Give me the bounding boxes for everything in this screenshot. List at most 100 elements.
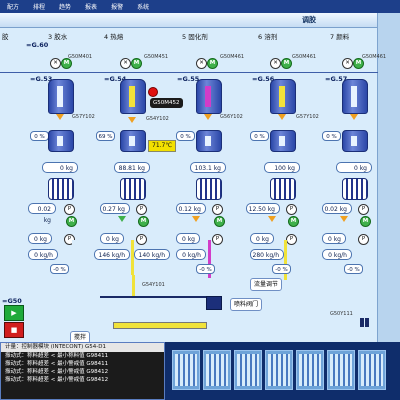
motor-icon[interactable]: M bbox=[66, 216, 77, 227]
log-line: 振动式：称料超差 < 最小警戒值 G98412 bbox=[5, 369, 109, 375]
weigh-hopper[interactable] bbox=[120, 130, 146, 152]
menu-item[interactable]: 报警 bbox=[111, 4, 124, 11]
small-weight: 0 kg bbox=[28, 233, 52, 244]
motor-icon[interactable]: M bbox=[214, 216, 225, 227]
dose-display: 0.12 kg bbox=[176, 203, 206, 214]
storage-tank[interactable] bbox=[270, 79, 296, 114]
menu-item[interactable]: 系统 bbox=[137, 4, 150, 11]
pump-icon[interactable]: P bbox=[212, 234, 223, 245]
screen-thumbnail[interactable] bbox=[327, 350, 355, 390]
deviation-percent: -0 % bbox=[344, 264, 363, 274]
valve-tag: G54Y102 bbox=[146, 116, 169, 122]
motor-icon[interactable]: M bbox=[138, 216, 149, 227]
motor-icon[interactable]: M bbox=[61, 58, 72, 69]
motor-icon[interactable]: M bbox=[131, 58, 142, 69]
flow-rate: 0 kg/h bbox=[322, 249, 352, 260]
screw-feeder[interactable] bbox=[342, 178, 368, 200]
storage-tank[interactable] bbox=[196, 79, 222, 114]
pump-icon[interactable]: P bbox=[358, 234, 369, 245]
page-title: 调胶 bbox=[302, 16, 316, 24]
pump-icon[interactable]: P bbox=[286, 234, 297, 245]
motor-icon[interactable]: M bbox=[288, 216, 299, 227]
start-button[interactable]: ▶ bbox=[4, 305, 24, 321]
pipe bbox=[131, 240, 134, 275]
alarm-indicator[interactable] bbox=[148, 87, 158, 97]
level-percent: 0 % bbox=[250, 131, 269, 141]
valve-tag: G50M401 bbox=[68, 54, 93, 60]
screw-feeder[interactable] bbox=[120, 178, 146, 200]
screen-thumbnail[interactable] bbox=[203, 350, 231, 390]
valve-tag: G57Y102 bbox=[296, 114, 319, 120]
pump-icon[interactable]: P bbox=[286, 204, 297, 215]
pump-out-label: 喷料阀门 bbox=[230, 298, 263, 311]
weigh-hopper[interactable] bbox=[196, 130, 222, 152]
deviation-percent: -0 % bbox=[50, 264, 69, 274]
flow-rate: 146 kg/h bbox=[94, 249, 130, 260]
discharge-unit[interactable] bbox=[206, 296, 222, 310]
header-line bbox=[0, 72, 378, 73]
log-line: 振动式：称料超差 < 最小称料值 G98411 bbox=[5, 353, 109, 359]
alarm-tag: G50M452 bbox=[150, 98, 183, 108]
weigh-hopper[interactable] bbox=[48, 130, 74, 152]
valve-tag: G50M461 bbox=[220, 54, 245, 60]
valve-tag: G54Y101 bbox=[142, 282, 165, 288]
valve-icon[interactable]: ✕ bbox=[270, 58, 281, 69]
valve-icon[interactable] bbox=[360, 318, 369, 327]
valve-icon[interactable]: ✕ bbox=[120, 58, 131, 69]
screen-thumbnail[interactable] bbox=[296, 350, 324, 390]
weight-display: 103.1 kg bbox=[190, 162, 226, 173]
column-head: 胶 bbox=[2, 33, 9, 41]
valve-tag: G50M461 bbox=[362, 54, 387, 60]
screw-feeder[interactable] bbox=[196, 178, 222, 200]
title-bar: 调胶 bbox=[0, 13, 400, 28]
mixer-conveyor[interactable] bbox=[113, 322, 207, 329]
pump-icon[interactable]: P bbox=[136, 234, 147, 245]
g-tag: =G.60 bbox=[26, 41, 49, 49]
pump-icon[interactable]: P bbox=[136, 204, 147, 215]
menu-item[interactable]: 配方 bbox=[7, 4, 20, 11]
pipe bbox=[72, 240, 75, 282]
pump-icon[interactable]: P bbox=[64, 204, 75, 215]
menu-item[interactable]: 排程 bbox=[33, 4, 46, 11]
weigh-hopper[interactable] bbox=[342, 130, 368, 152]
motor-icon[interactable]: M bbox=[281, 58, 292, 69]
motor-icon[interactable]: M bbox=[360, 216, 371, 227]
screen-thumbnail[interactable] bbox=[234, 350, 262, 390]
weight-display: 0 kg bbox=[42, 162, 78, 173]
level-percent: 0 % bbox=[30, 131, 49, 141]
storage-tank[interactable] bbox=[342, 79, 368, 114]
pipe bbox=[208, 240, 211, 278]
screw-feeder[interactable] bbox=[270, 178, 296, 200]
event-log[interactable]: 计量：控制器模块 (INTECONT) G54-D1 振动式：称料超差 < 最小… bbox=[0, 342, 165, 400]
valve-icon[interactable]: ✕ bbox=[196, 58, 207, 69]
sensor-icon bbox=[278, 114, 286, 120]
pump-icon[interactable]: P bbox=[212, 204, 223, 215]
screen-thumbnail[interactable] bbox=[265, 350, 293, 390]
motor-icon[interactable]: M bbox=[207, 58, 218, 69]
valve-icon[interactable]: ✕ bbox=[342, 58, 353, 69]
column-head: 3 胶水 bbox=[48, 33, 68, 41]
weight-display: 100 kg bbox=[264, 162, 300, 173]
g-tag: =G.56 bbox=[252, 75, 275, 83]
weigh-hopper[interactable] bbox=[270, 130, 296, 152]
sensor-icon bbox=[128, 117, 136, 123]
menu-item[interactable]: 报表 bbox=[85, 4, 98, 11]
valve-tag: G50M461 bbox=[292, 54, 317, 60]
scroll-strip[interactable] bbox=[377, 13, 400, 342]
small-weight: 0 kg bbox=[100, 233, 124, 244]
screen-thumbnail[interactable] bbox=[172, 350, 200, 390]
menu-item[interactable]: 趋势 bbox=[59, 4, 72, 11]
stop-button[interactable]: ■ bbox=[4, 322, 24, 338]
flow-rate: 140 kg/h bbox=[134, 249, 170, 260]
valve-tag: G50Y111 bbox=[330, 311, 353, 317]
screen-thumbnail[interactable] bbox=[358, 350, 386, 390]
storage-tank[interactable] bbox=[120, 79, 146, 114]
temperature-readout: 71.7℃ bbox=[148, 140, 177, 152]
valve-icon[interactable]: ✕ bbox=[50, 58, 61, 69]
pump-icon[interactable]: P bbox=[64, 234, 75, 245]
main-pipe bbox=[132, 275, 135, 297]
motor-icon[interactable]: M bbox=[353, 58, 364, 69]
screw-feeder[interactable] bbox=[48, 178, 74, 200]
pump-icon[interactable]: P bbox=[358, 204, 369, 215]
storage-tank[interactable] bbox=[48, 79, 74, 114]
